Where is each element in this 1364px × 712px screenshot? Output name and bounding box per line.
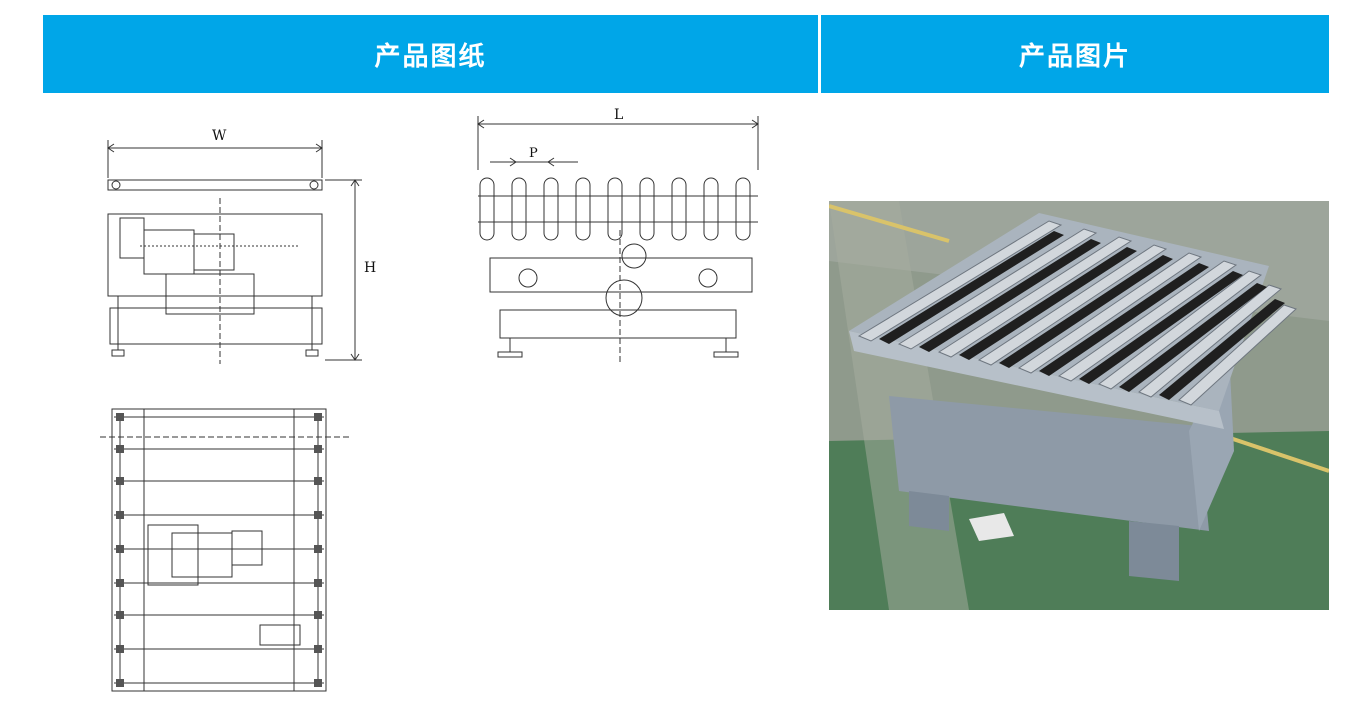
width-label: W — [212, 128, 227, 144]
height-label: H — [364, 260, 376, 276]
length-label: L — [614, 107, 623, 123]
rollers — [857, 220, 1297, 406]
side-view-drawing: L P — [470, 100, 770, 365]
pitch-label: P — [529, 146, 538, 161]
product-photo — [829, 201, 1329, 610]
front-view-drawing: W H — [100, 118, 390, 368]
top-view-drawing — [100, 405, 350, 697]
belts — [879, 231, 1285, 400]
roller-conveyor-image — [829, 201, 1329, 610]
drawings-header: 产品图纸 — [43, 15, 818, 93]
photo-header-title: 产品图片 — [1018, 41, 1131, 72]
drawings-header-title: 产品图纸 — [374, 41, 487, 72]
photo-header: 产品图片 — [821, 15, 1329, 93]
